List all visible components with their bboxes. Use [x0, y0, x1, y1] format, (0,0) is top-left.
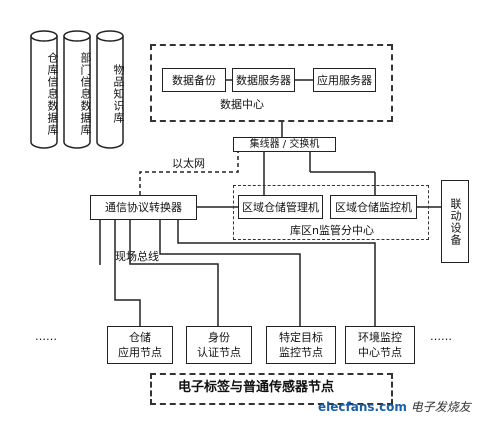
database-knowledge: 物品知识库 — [96, 30, 125, 150]
env-monitor-node: 环境监控 中心节点 — [345, 326, 415, 364]
ellipsis-right: …… — [430, 330, 452, 343]
data-backup-box: 数据备份 — [162, 68, 226, 92]
sensor-nodes-caption: 电子标签与普通传感器节点 — [178, 380, 335, 395]
identity-auth-node: 身份 认证节点 — [186, 326, 252, 364]
sub-center-group — [233, 185, 429, 240]
database-label: 部门信息数据库 — [79, 52, 92, 136]
watermark-site: elecfans.com — [318, 400, 407, 414]
database-department: 部门信息数据库 — [63, 30, 92, 150]
database-label: 仓库信息数据库 — [46, 52, 59, 136]
data-center-caption: 数据中心 — [220, 98, 264, 111]
sensor-nodes-group — [150, 373, 393, 405]
ethernet-label: 以太网 — [172, 157, 205, 170]
ellipsis-left: …… — [35, 330, 57, 343]
watermark-brand: 电子发烧友 — [410, 400, 471, 414]
storage-app-node: 仓储 应用节点 — [107, 326, 173, 364]
app-server-box: 应用服务器 — [313, 68, 376, 92]
region-mgmt-box: 区域仓储管理机 — [238, 195, 323, 219]
protocol-converter-box: 通信协议转换器 — [90, 195, 197, 220]
fieldbus-label: 现场总线 — [115, 250, 159, 263]
watermark-logo-icon: elecfans.com 电子发烧友 — [318, 398, 471, 415]
data-server-box: 数据服务器 — [232, 68, 295, 92]
hub-switch-box: 集线器 / 交换机 — [233, 137, 336, 152]
target-monitor-node: 特定目标 监控节点 — [266, 326, 336, 364]
linkage-device-box: 联动设备 — [441, 180, 469, 263]
database-label: 物品知识库 — [112, 64, 125, 124]
data-center-group — [150, 44, 393, 122]
region-monitor-box: 区域仓储监控机 — [330, 195, 417, 219]
database-warehouse: 仓库信息数据库 — [30, 30, 59, 150]
sub-center-caption: 库区n监管分中心 — [290, 224, 374, 237]
